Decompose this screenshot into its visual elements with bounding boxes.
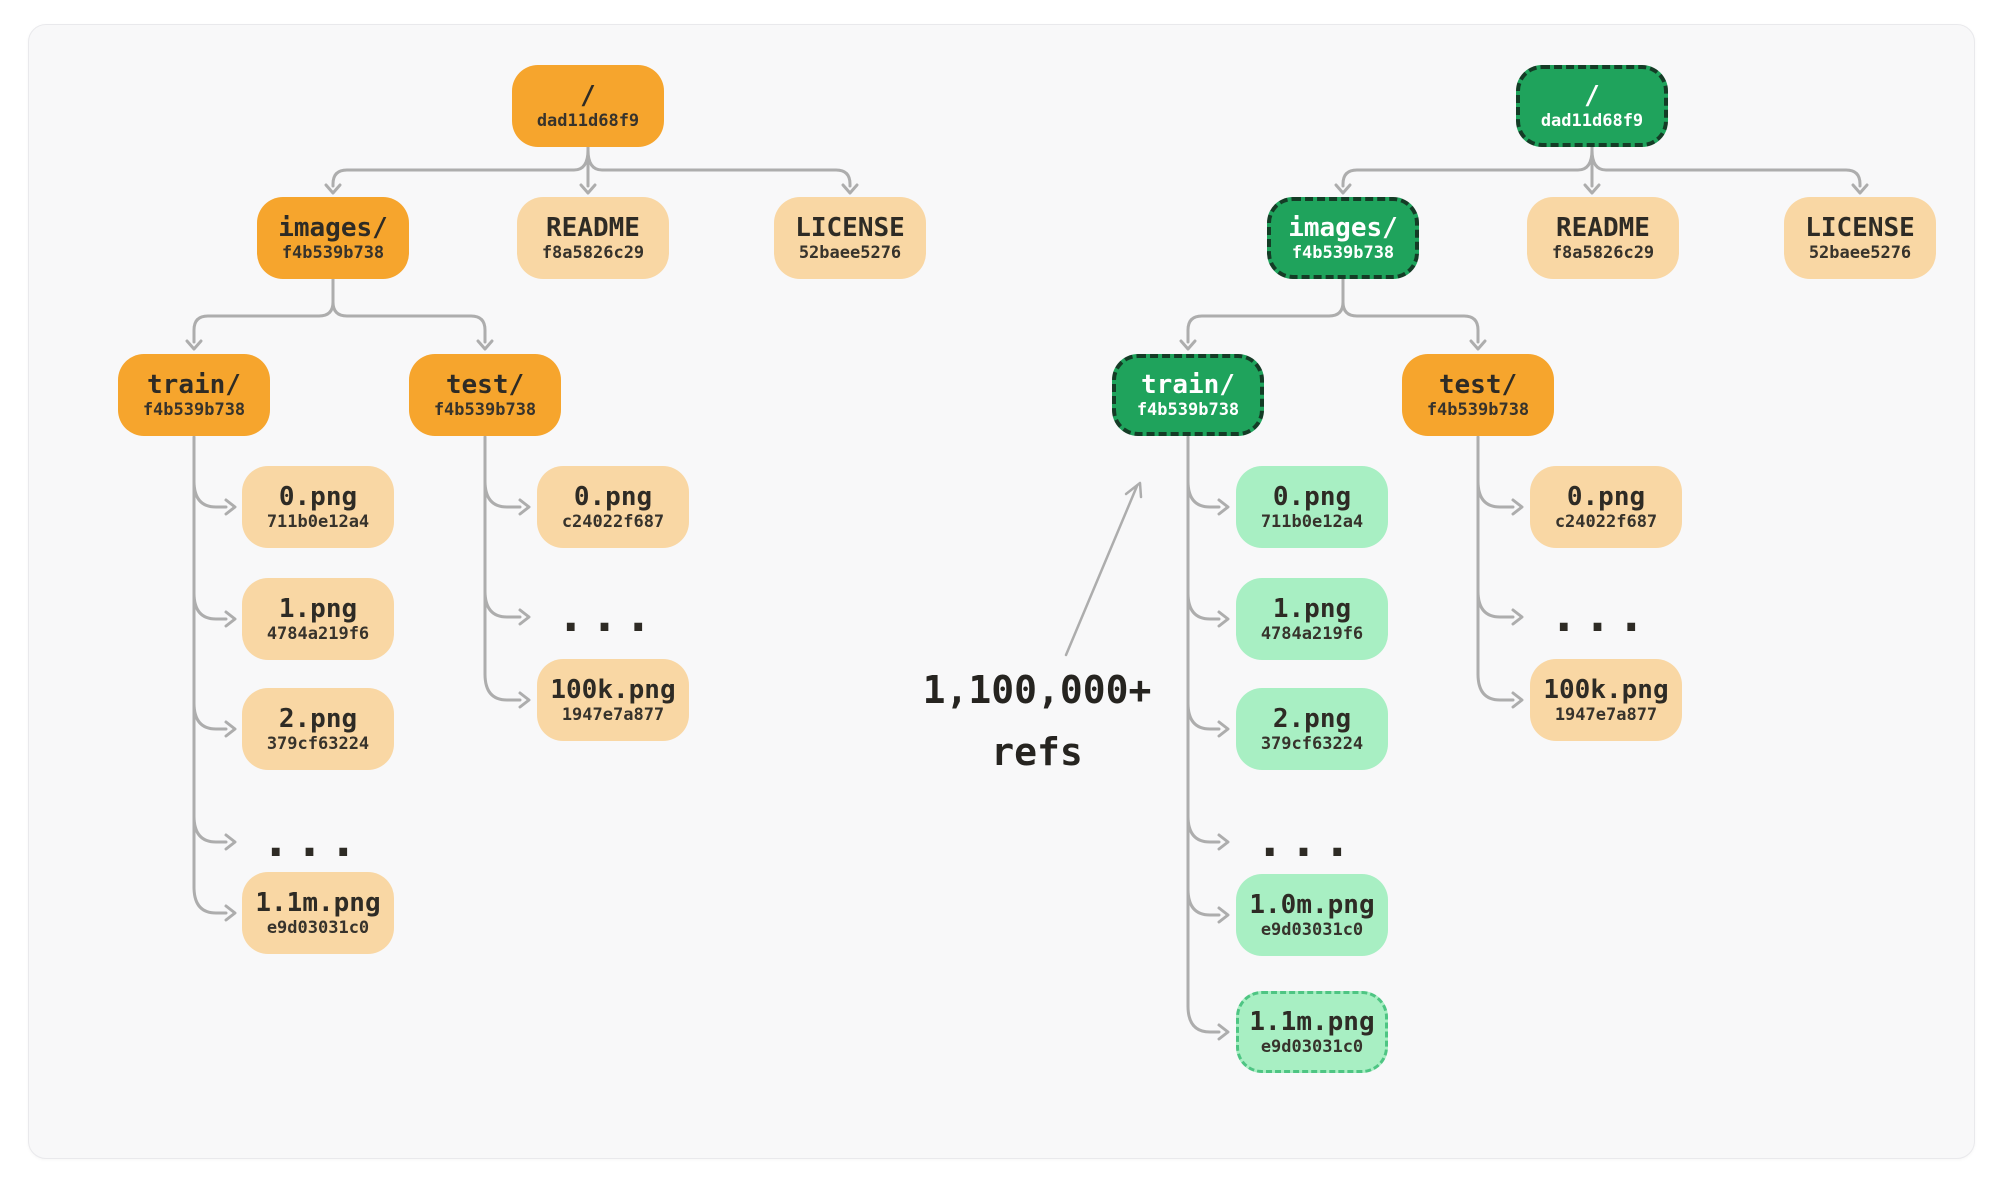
node-before-license: LICENSE 52baee5276 — [774, 197, 926, 279]
node-hash: c24022f687 — [561, 511, 665, 532]
node-label: images/ — [1288, 212, 1398, 243]
node-label: 2.png — [278, 703, 358, 734]
node-label: 0.png — [573, 481, 653, 512]
node-label: LICENSE — [1805, 212, 1915, 243]
node-after-readme: README f8a5826c29 — [1527, 197, 1679, 279]
node-before-train: train/ f4b539b738 — [118, 354, 270, 436]
node-hash: 711b0e12a4 — [1260, 511, 1364, 532]
node-label: 1.png — [278, 593, 358, 624]
node-after-train-1png: 1.png 4784a219f6 — [1236, 578, 1388, 660]
node-label: 1.png — [1272, 593, 1352, 624]
node-before-test: test/ f4b539b738 — [409, 354, 561, 436]
node-hash: 1947e7a877 — [1554, 704, 1658, 725]
node-hash: dad11d68f9 — [1540, 110, 1644, 131]
node-label: test/ — [445, 369, 525, 400]
node-before-test-0png: 0.png c24022f687 — [537, 466, 689, 548]
node-after-train: train/ f4b539b738 — [1112, 354, 1264, 436]
node-hash: f4b539b738 — [433, 399, 537, 420]
node-before-train-11mpng: 1.1m.png e9d03031c0 — [242, 872, 394, 954]
node-before-images: images/ f4b539b738 — [257, 197, 409, 279]
node-hash: f4b539b738 — [1426, 399, 1530, 420]
node-label: train/ — [147, 369, 241, 400]
node-label: test/ — [1438, 369, 1518, 400]
node-after-test-100kpng: 100k.png 1947e7a877 — [1530, 659, 1682, 741]
node-label: README — [1556, 212, 1650, 243]
node-after-train-11mpng: 1.1m.png e9d03031c0 — [1236, 991, 1388, 1073]
node-after-license: LICENSE 52baee5276 — [1784, 197, 1936, 279]
node-after-root: / dad11d68f9 — [1516, 65, 1668, 147]
ellipsis-before-train: ... — [267, 816, 369, 867]
node-hash: 1947e7a877 — [561, 704, 665, 725]
refs-annotation-line2: refs — [991, 729, 1083, 774]
node-after-train-0png: 0.png 711b0e12a4 — [1236, 466, 1388, 548]
node-label: 0.png — [1566, 481, 1646, 512]
node-label: 1.0m.png — [1249, 889, 1375, 920]
node-hash: f4b539b738 — [281, 242, 385, 263]
node-before-test-100kpng: 100k.png 1947e7a877 — [537, 659, 689, 741]
ellipsis-after-test: ... — [1555, 591, 1657, 642]
node-label: 1.1m.png — [1249, 1006, 1375, 1037]
node-hash: f4b539b738 — [1136, 399, 1240, 420]
node-hash: f4b539b738 — [1291, 242, 1395, 263]
node-label: 2.png — [1272, 703, 1352, 734]
node-label: 1.1m.png — [255, 887, 381, 918]
node-after-images: images/ f4b539b738 — [1267, 197, 1419, 279]
node-label: LICENSE — [795, 212, 905, 243]
node-hash: 4784a219f6 — [266, 623, 370, 644]
node-hash: c24022f687 — [1554, 511, 1658, 532]
node-hash: f8a5826c29 — [541, 242, 645, 263]
node-label: 0.png — [278, 481, 358, 512]
node-label: README — [546, 212, 640, 243]
node-after-test-0png: 0.png c24022f687 — [1530, 466, 1682, 548]
node-label: 100k.png — [1543, 674, 1669, 705]
node-after-train-2png: 2.png 379cf63224 — [1236, 688, 1388, 770]
node-hash: 52baee5276 — [798, 242, 902, 263]
node-after-train-10mpng: 1.0m.png e9d03031c0 — [1236, 874, 1388, 956]
node-hash: f8a5826c29 — [1551, 242, 1655, 263]
node-hash: e9d03031c0 — [1260, 1036, 1364, 1057]
node-after-test: test/ f4b539b738 — [1402, 354, 1554, 436]
node-before-readme: README f8a5826c29 — [517, 197, 669, 279]
node-hash: 711b0e12a4 — [266, 511, 370, 532]
refs-annotation: 1,100,000+ refs — [857, 660, 1217, 783]
node-hash: 379cf63224 — [266, 733, 370, 754]
ellipsis-after-train: ... — [1261, 816, 1363, 867]
node-hash: dad11d68f9 — [536, 110, 640, 131]
node-hash: 52baee5276 — [1808, 242, 1912, 263]
node-before-train-1png: 1.png 4784a219f6 — [242, 578, 394, 660]
node-hash: e9d03031c0 — [266, 917, 370, 938]
node-label: 100k.png — [550, 674, 676, 705]
node-hash: 4784a219f6 — [1260, 623, 1364, 644]
node-hash: 379cf63224 — [1260, 733, 1364, 754]
node-label: train/ — [1141, 369, 1235, 400]
node-label: / — [1584, 80, 1600, 111]
node-hash: f4b539b738 — [142, 399, 246, 420]
ellipsis-before-test: ... — [562, 591, 664, 642]
node-hash: e9d03031c0 — [1260, 919, 1364, 940]
node-label: 0.png — [1272, 481, 1352, 512]
node-before-train-0png: 0.png 711b0e12a4 — [242, 466, 394, 548]
node-label: images/ — [278, 212, 388, 243]
node-before-root: / dad11d68f9 — [512, 65, 664, 147]
refs-annotation-line1: 1,100,000+ — [922, 668, 1152, 712]
node-label: / — [580, 80, 596, 111]
node-before-train-2png: 2.png 379cf63224 — [242, 688, 394, 770]
